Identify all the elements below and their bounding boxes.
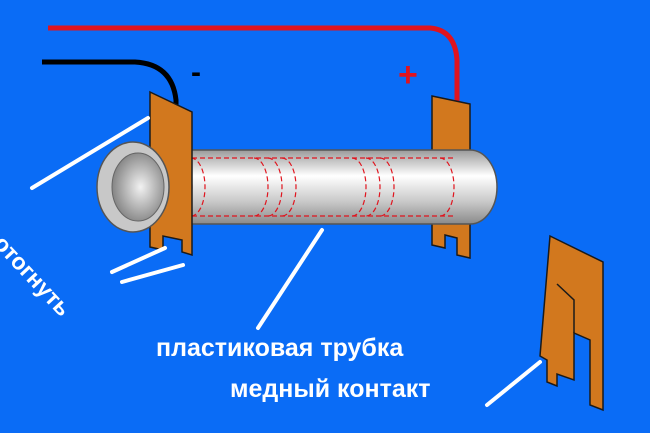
negative-wire (42, 59, 179, 125)
tube-label: пластиковая трубка (156, 334, 404, 362)
tube-pointer (256, 228, 324, 330)
bend-pointer-top (30, 116, 150, 190)
positive-terminal-label: + (398, 56, 418, 94)
bend-pointer-bottom (120, 263, 185, 284)
contact-label: медный контакт (230, 375, 431, 403)
positive-wire (48, 25, 460, 110)
detached-copper-contact (539, 234, 604, 412)
contact-pointer (485, 360, 542, 407)
tube-opening-hole (111, 152, 165, 222)
plastic-tube (139, 149, 498, 225)
bend-pointer-mid (110, 246, 167, 274)
negative-terminal-label: - (191, 56, 201, 89)
contact-fold-line (556, 283, 575, 333)
pointer-lines (30, 116, 542, 407)
